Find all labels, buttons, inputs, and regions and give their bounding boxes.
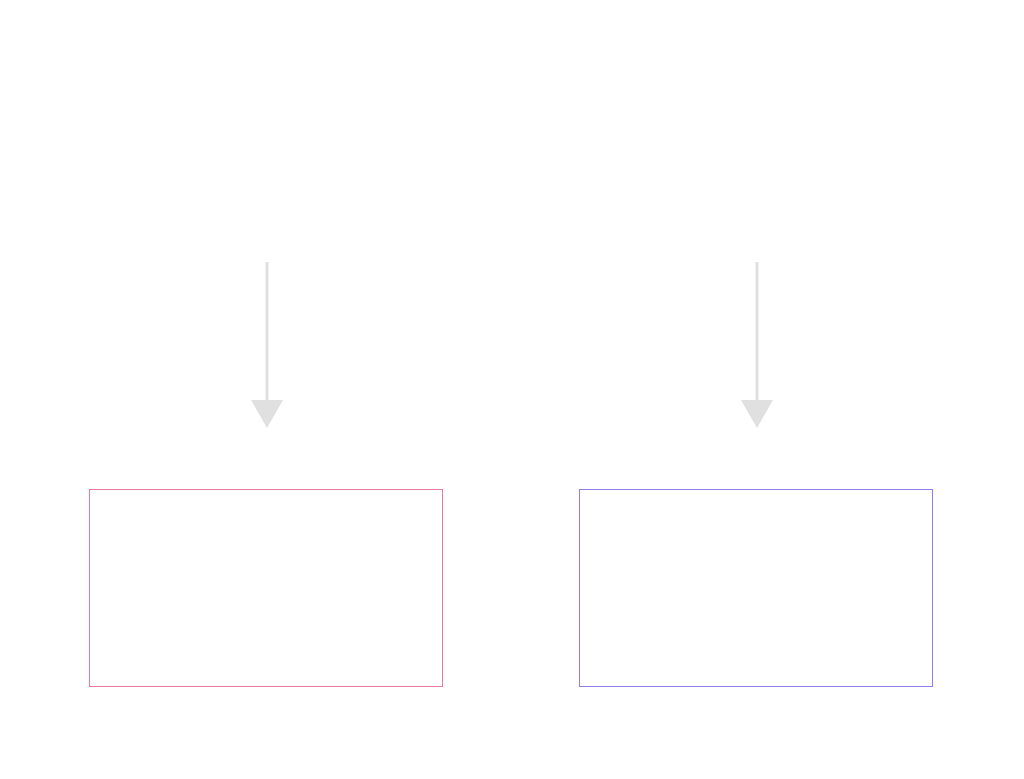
right-down-arrow (737, 262, 777, 430)
left-result-box (89, 489, 443, 687)
right-result-box (579, 489, 933, 687)
left-column-heading (110, 84, 424, 112)
right-arrow-head (741, 400, 773, 428)
left-down-arrow (247, 262, 287, 430)
right-column-heading (600, 84, 914, 112)
left-arrow-head (251, 400, 283, 428)
